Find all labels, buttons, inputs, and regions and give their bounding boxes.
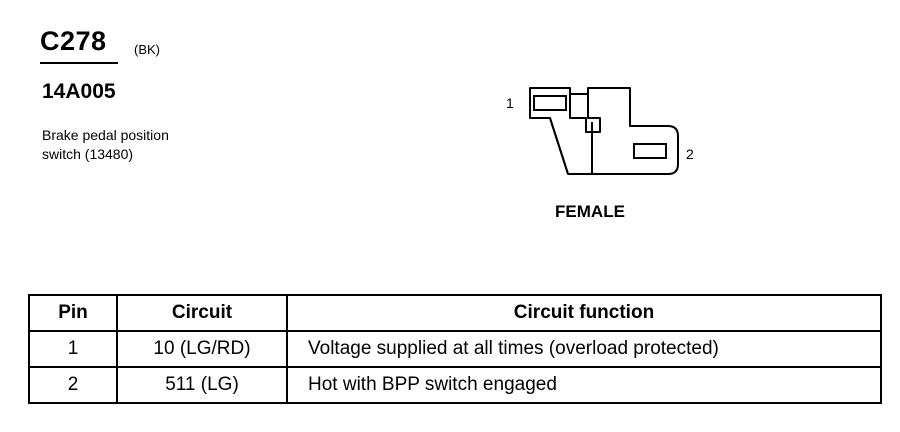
cell-circuit: 511 (LG) — [116, 366, 288, 404]
connector-gender-label: FEMALE — [555, 202, 625, 221]
part-number: 14A005 — [42, 80, 116, 103]
table-row: 2 511 (LG) Hot with BPP switch engaged — [28, 366, 882, 404]
connector-description: Brake pedal position switch (13480) — [42, 126, 242, 164]
header-circuit: Circuit — [116, 294, 288, 332]
connector-id: C278 — [40, 26, 107, 56]
connector-face-diagram: 1 2 — [506, 87, 694, 175]
connector-id-underline — [40, 62, 118, 64]
pin-2-label: 2 — [686, 146, 694, 162]
description-line-1: Brake pedal position — [42, 127, 169, 143]
connector-key-detail — [569, 94, 601, 133]
pin-2-cavity — [633, 143, 667, 159]
cell-pin: 1 — [28, 330, 118, 368]
description-line-2: switch (13480) — [42, 146, 134, 162]
cell-circuit-function: Hot with BPP switch engaged — [286, 366, 882, 404]
table-header-row: Pin Circuit Circuit function — [28, 294, 882, 332]
header-circuit-function: Circuit function — [286, 294, 882, 332]
table-row: 1 10 (LG/RD) Voltage supplied at all tim… — [28, 330, 882, 368]
header-pin: Pin — [28, 294, 118, 332]
connector-color: (BK) — [134, 42, 160, 57]
cell-circuit-function: Voltage supplied at all times (overload … — [286, 330, 882, 368]
connector-chamfer — [549, 117, 569, 175]
pin-1-cavity — [533, 95, 567, 111]
pin-1-label: 1 — [506, 95, 514, 111]
connector-outline — [529, 87, 679, 175]
cell-circuit: 10 (LG/RD) — [116, 330, 288, 368]
pinout-table: Pin Circuit Circuit function 1 10 (LG/RD… — [28, 294, 882, 404]
cell-pin: 2 — [28, 366, 118, 404]
